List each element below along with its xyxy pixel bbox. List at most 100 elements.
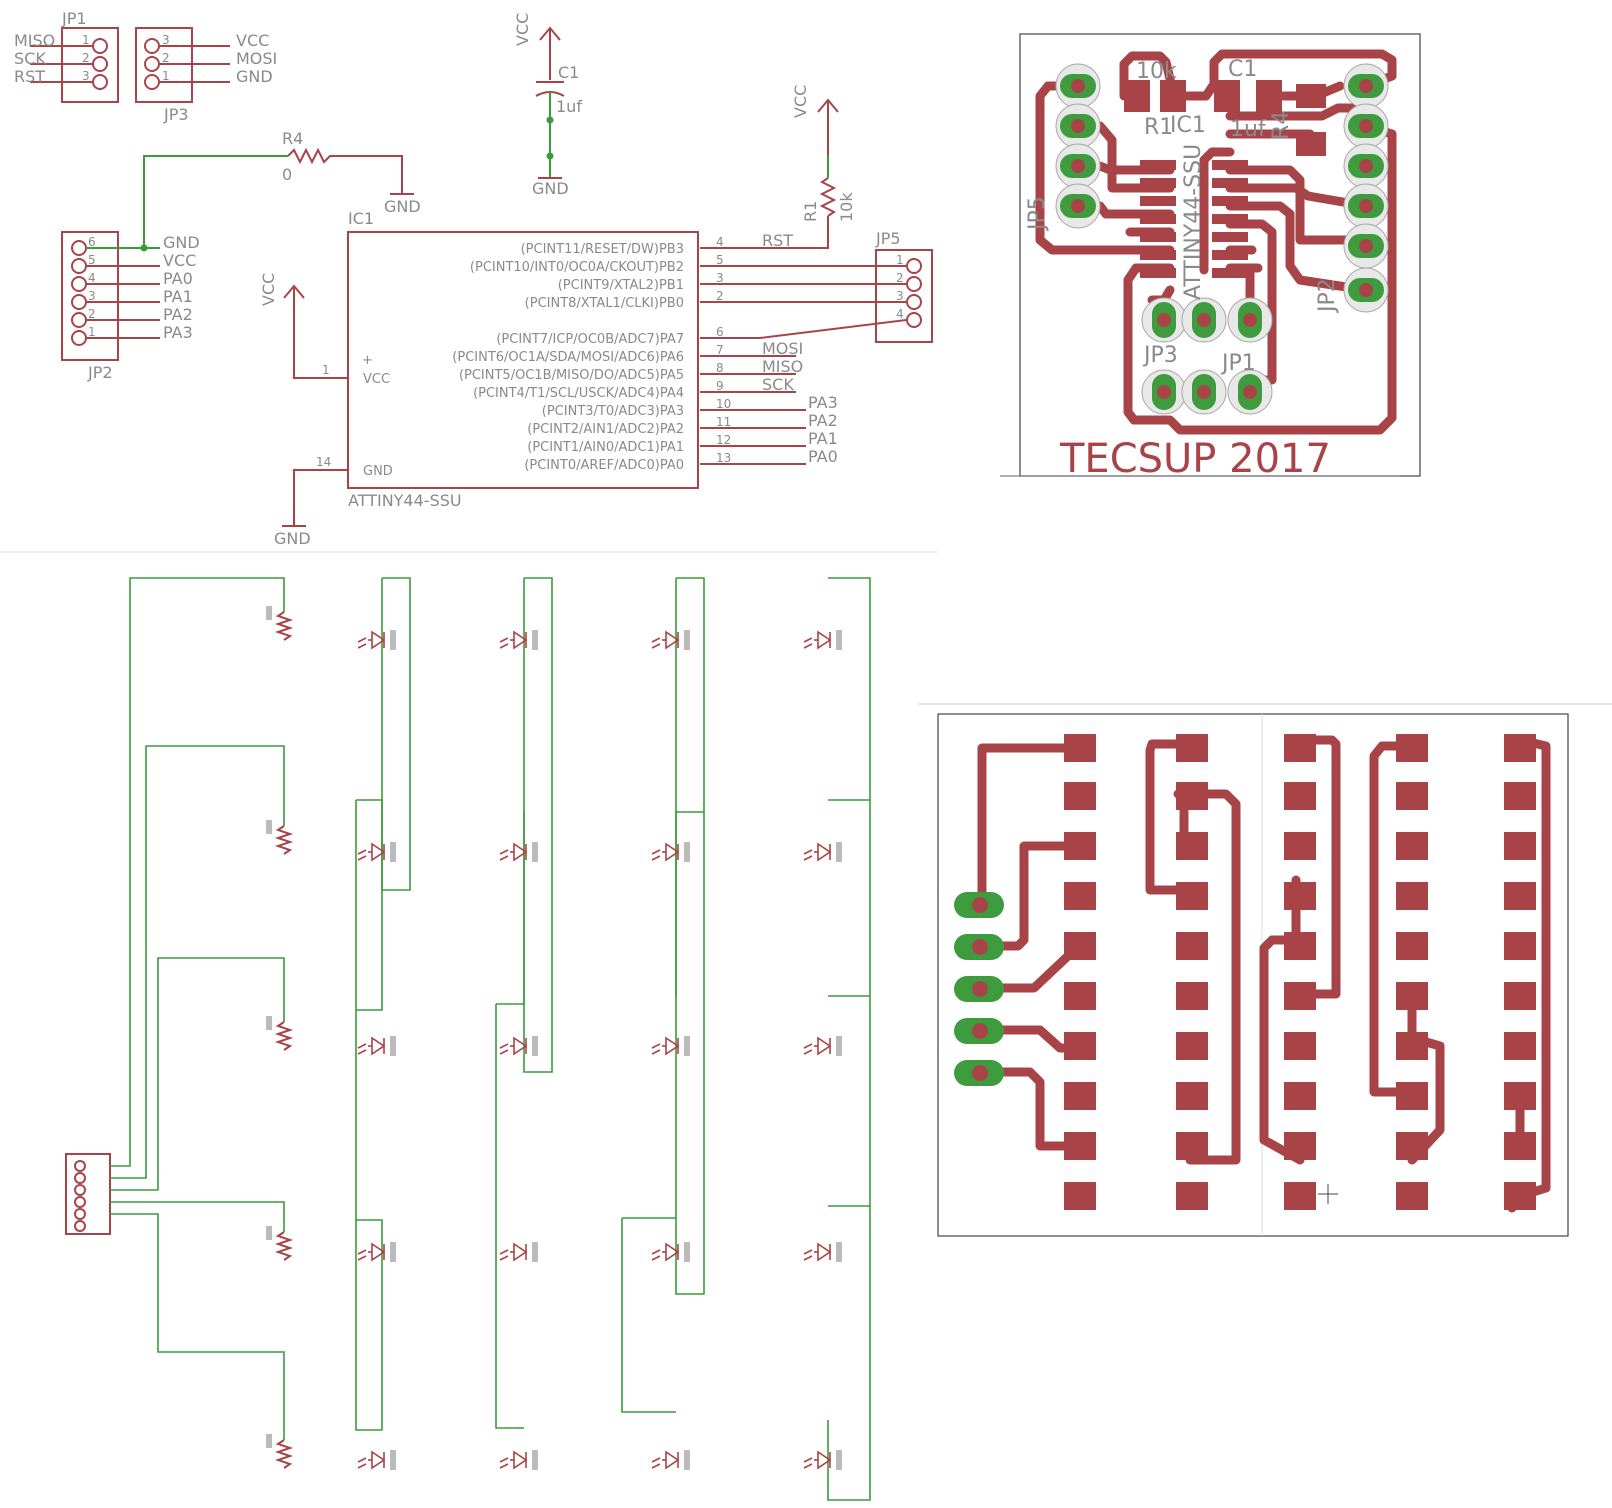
pcb2-led-pad bbox=[1396, 1132, 1428, 1160]
r4-gnd-label: GND bbox=[384, 197, 421, 216]
jp1-signal-1: MISO bbox=[14, 31, 55, 50]
ic1-net-pa3: PA3 bbox=[808, 393, 838, 412]
ic1-pin-label-11: (PCINT2/AIN1/ADC2)PA2 bbox=[527, 422, 684, 437]
pcb2-led-pad bbox=[1176, 1082, 1208, 1110]
ic1-vcc-net: VCC bbox=[259, 273, 278, 306]
pcb2-led-pad bbox=[1064, 832, 1096, 860]
jp2-pin-4: 4 bbox=[88, 271, 96, 285]
pcb2-led-pad bbox=[1176, 734, 1208, 762]
ic1-vcc-label: VCC bbox=[363, 372, 390, 387]
jp2-pin-3: 3 bbox=[88, 289, 96, 303]
pcb2-led-pad bbox=[1504, 882, 1536, 910]
ic1-pin-label-9: (PCINT4/T1/SCL/USCK/ADC4)PA4 bbox=[473, 386, 684, 401]
pcb2-led-pad bbox=[1176, 982, 1208, 1010]
pcb2-led-pad bbox=[1064, 882, 1096, 910]
pcb2-led-pad bbox=[1064, 1182, 1096, 1210]
jp3-pin-1: 3 bbox=[162, 33, 170, 47]
jp5-connector: 1 2 3 4 JP5 bbox=[875, 229, 933, 343]
ic1-net-rst: RST bbox=[762, 231, 793, 250]
c1-name: C1 bbox=[558, 63, 579, 82]
pcb2-led-pad bbox=[1284, 1182, 1316, 1210]
led-diode bbox=[357, 1036, 396, 1056]
led-diode bbox=[357, 1450, 396, 1470]
jp2-pin-1: 1 bbox=[88, 325, 96, 339]
led-diode bbox=[803, 842, 842, 862]
led-diode bbox=[499, 1036, 538, 1056]
led-diode bbox=[357, 630, 396, 650]
pcb2-green-pads bbox=[954, 892, 1004, 1086]
pcb2-led-pad bbox=[1396, 1082, 1428, 1110]
pcb1-label-jp3: JP3 bbox=[1142, 343, 1178, 368]
r4-name: R4 bbox=[282, 129, 303, 148]
ic1-gnd-pin: 14 bbox=[316, 455, 331, 469]
pcb2-led-pad bbox=[1064, 1082, 1096, 1110]
ic1-pin-num-10: 10 bbox=[716, 397, 731, 411]
pcb2-led-pad bbox=[1284, 734, 1316, 762]
pcb2-led-pad bbox=[1504, 1082, 1536, 1110]
ic1-pin-num-5: 5 bbox=[716, 253, 724, 267]
jp2-signal-pa2: PA2 bbox=[163, 305, 193, 324]
ic1-name: IC1 bbox=[348, 209, 374, 228]
led-diode bbox=[803, 1036, 842, 1056]
ic1-pin-label-2: (PCINT8/XTAL1/CLKI)PB0 bbox=[525, 296, 684, 311]
ic1-attiny44: IC1 ATTINY44-SSU VCC 1 VCC + 14 GND GND … bbox=[259, 209, 907, 548]
ic1-pin-num-2: 2 bbox=[716, 289, 724, 303]
ic1-gnd-label: GND bbox=[363, 464, 393, 479]
ic1-pin-num-3: 3 bbox=[716, 271, 724, 285]
ic1-pin-label-10: (PCINT3/T0/ADC3)PA3 bbox=[542, 404, 684, 419]
pcb2-led-pad bbox=[1176, 1132, 1208, 1160]
led-diode bbox=[499, 630, 538, 650]
led-diode bbox=[651, 842, 690, 862]
c1-value: 1uf bbox=[556, 97, 582, 116]
jp5-pin-3: 3 bbox=[896, 289, 904, 303]
jp2-connector: 6 5 4 3 2 1 GND VCC PA0 PA1 PA2 PA3 JP2 bbox=[61, 231, 200, 382]
pcb2-led-pad bbox=[1064, 1032, 1096, 1060]
pcb2-led-pad bbox=[1504, 932, 1536, 960]
led-diode bbox=[499, 1242, 538, 1262]
pcb2-led-pad bbox=[1504, 1032, 1536, 1060]
ic1-pin-label-7: (PCINT6/OC1A/SDA/MOSI/ADC6)PA6 bbox=[452, 350, 684, 365]
pcb2-led-pad bbox=[1504, 782, 1536, 810]
jp5-pin-4: 4 bbox=[896, 307, 904, 321]
ic1-net-miso: MISO bbox=[762, 357, 803, 376]
led-connector bbox=[65, 1153, 111, 1235]
ic1-net-sck: SCK bbox=[762, 375, 794, 394]
ic1-pin-label-5: (PCINT10/INT0/OC0A/CKOUT)PB2 bbox=[470, 260, 684, 275]
jp1-signal-3: RST bbox=[14, 67, 45, 86]
pcb2-led-pad bbox=[1176, 932, 1208, 960]
pcb2-led-pad bbox=[1064, 932, 1096, 960]
resistor-tag bbox=[266, 1016, 272, 1030]
jp5-pin-2: 2 bbox=[896, 271, 904, 285]
led-diode bbox=[499, 842, 538, 862]
pcb2-led-pad bbox=[1176, 1032, 1208, 1060]
ic1-net-pa0: PA0 bbox=[808, 447, 838, 466]
pcb2-led-pad bbox=[1064, 1132, 1096, 1160]
jp3-pin-2: 2 bbox=[162, 51, 170, 65]
pcb1-label-jp2: JP2 bbox=[1315, 278, 1340, 314]
pcb1-label-ic-part: ATTINY44-SSU bbox=[1181, 144, 1206, 300]
jp1-signal-2: SCK bbox=[14, 49, 46, 68]
ic1-pin-num-8: 8 bbox=[716, 361, 724, 375]
jp5-name: JP5 bbox=[875, 229, 901, 248]
c1-gnd-label: GND bbox=[532, 179, 569, 198]
pcb2-led-pad bbox=[1284, 1032, 1316, 1060]
pcb2-led-pad bbox=[1064, 782, 1096, 810]
pcb2-led-pad bbox=[1176, 882, 1208, 910]
ic1-plus-mark: + bbox=[362, 353, 373, 368]
ic1-net-mosi: MOSI bbox=[762, 339, 803, 358]
jp2-signal-pa3: PA3 bbox=[163, 323, 193, 342]
pcb1-label-1uf: 1uf bbox=[1230, 117, 1267, 142]
pcb2-led-pad bbox=[1064, 982, 1096, 1010]
pcb2-led-pad bbox=[1284, 932, 1316, 960]
pcb2-led-pad bbox=[1396, 932, 1428, 960]
pcb2-led-pad bbox=[1284, 1132, 1316, 1160]
pcb2-led-pad bbox=[1284, 982, 1316, 1010]
pcb2-led-pad bbox=[1396, 1032, 1428, 1060]
ic1-pin-label-3: (PCINT9/XTAL2)PB1 bbox=[558, 278, 684, 293]
pcb1-label-ic1: IC1 bbox=[1170, 113, 1206, 138]
pcb2-led-pad bbox=[1396, 1182, 1428, 1210]
ic1-pin-num-11: 11 bbox=[716, 415, 731, 429]
pcb1-smd-pads bbox=[1124, 80, 1326, 278]
pcb1-label-r1: R1 bbox=[1144, 115, 1173, 140]
